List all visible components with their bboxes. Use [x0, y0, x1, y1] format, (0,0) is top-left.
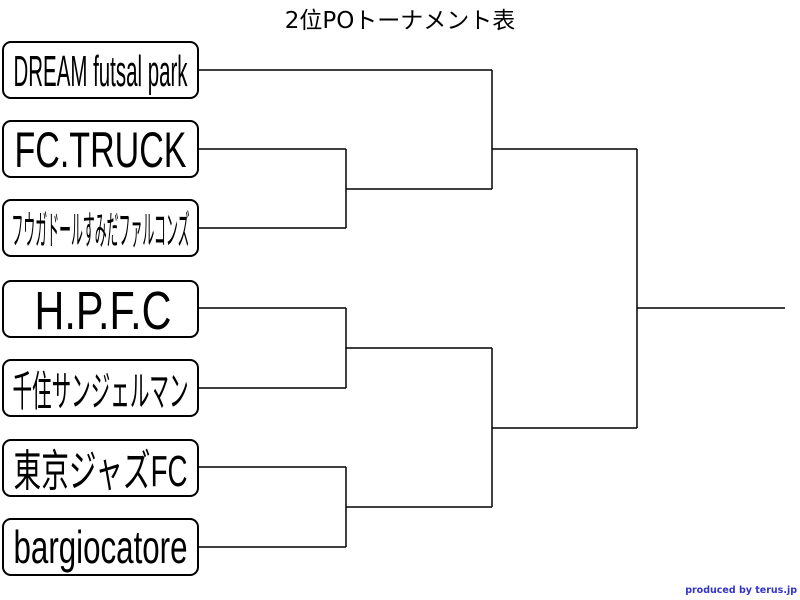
- team-box: [2, 280, 199, 338]
- team-name: 東京ジャズFC: [14, 447, 188, 496]
- team-name: DREAM futsal park: [14, 47, 188, 96]
- page-title: 2位POトーナメント表: [285, 8, 516, 34]
- team-name: FC.TRUCK: [15, 122, 187, 178]
- team-name: bargiocatore: [14, 521, 188, 573]
- team-slot-4: H.P.F.C: [2, 280, 199, 341]
- team-name: 千住サンジェルマン: [13, 368, 189, 415]
- team-slot-2: FC.TRUCK: [2, 120, 199, 178]
- credit-link[interactable]: produced by terus.jp: [685, 585, 797, 596]
- team-slot-6: 東京ジャズFC: [2, 439, 199, 497]
- team-slot-1: DREAM futsal park: [2, 41, 199, 99]
- team-name: フウガドールすみだファルコンズ: [12, 209, 190, 253]
- team-slot-3: フウガドールすみだファルコンズ: [2, 199, 199, 257]
- bracket-lines: [198, 69, 785, 548]
- team-slot-5: 千住サンジェルマン: [2, 359, 199, 417]
- team-name: H.P.F.C: [35, 281, 172, 341]
- team-box: [2, 439, 199, 497]
- team-slot-7: bargiocatore: [2, 518, 199, 576]
